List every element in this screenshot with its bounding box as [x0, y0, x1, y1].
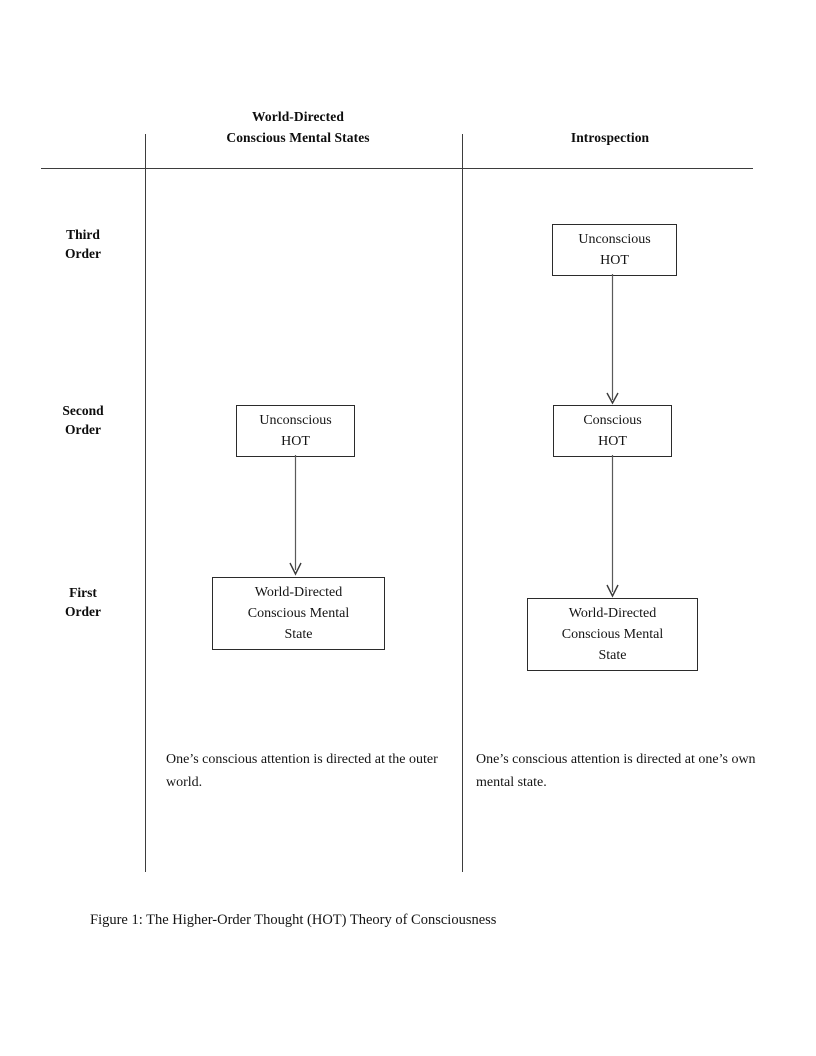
node-right-third-order-unconscious-hot: Unconscious HOT [552, 224, 677, 276]
node-label: World-Directed Conscious Mental State [561, 606, 664, 663]
node-label: World-Directed Conscious Mental State [247, 585, 350, 642]
vertical-divider-left [145, 134, 146, 872]
horizontal-rule [41, 168, 753, 169]
node-label: Unconscious HOT [259, 413, 332, 449]
column-header-world-directed: World-Directed Conscious Mental States [226, 109, 370, 145]
node-label: Unconscious HOT [578, 232, 651, 268]
column-header-introspection: Introspection [570, 130, 650, 145]
node-right-first-order-world-directed-state: World-Directed Conscious Mental State [527, 598, 698, 671]
description-left-column: One’s conscious attention is directed at… [166, 752, 438, 790]
figure-caption: Figure 1: The Higher-Order Thought (HOT)… [90, 912, 497, 928]
description-right-column: One’s conscious attention is directed at… [476, 752, 756, 790]
arrow-icon-right-second-to-first [606, 455, 619, 598]
arrow-icon-right-third-to-second [606, 274, 619, 405]
row-label-first-order: First Order [65, 585, 101, 619]
arrow-icon-left-second-to-first [289, 455, 302, 576]
vertical-divider-right [462, 134, 463, 872]
node-left-second-order-unconscious-hot: Unconscious HOT [236, 405, 355, 457]
node-right-second-order-conscious-hot: Conscious HOT [553, 405, 672, 457]
node-left-first-order-world-directed-state: World-Directed Conscious Mental State [212, 577, 385, 650]
row-label-third-order: Third Order [65, 227, 101, 261]
node-label: Conscious HOT [583, 413, 642, 449]
row-label-second-order: Second Order [62, 403, 104, 437]
